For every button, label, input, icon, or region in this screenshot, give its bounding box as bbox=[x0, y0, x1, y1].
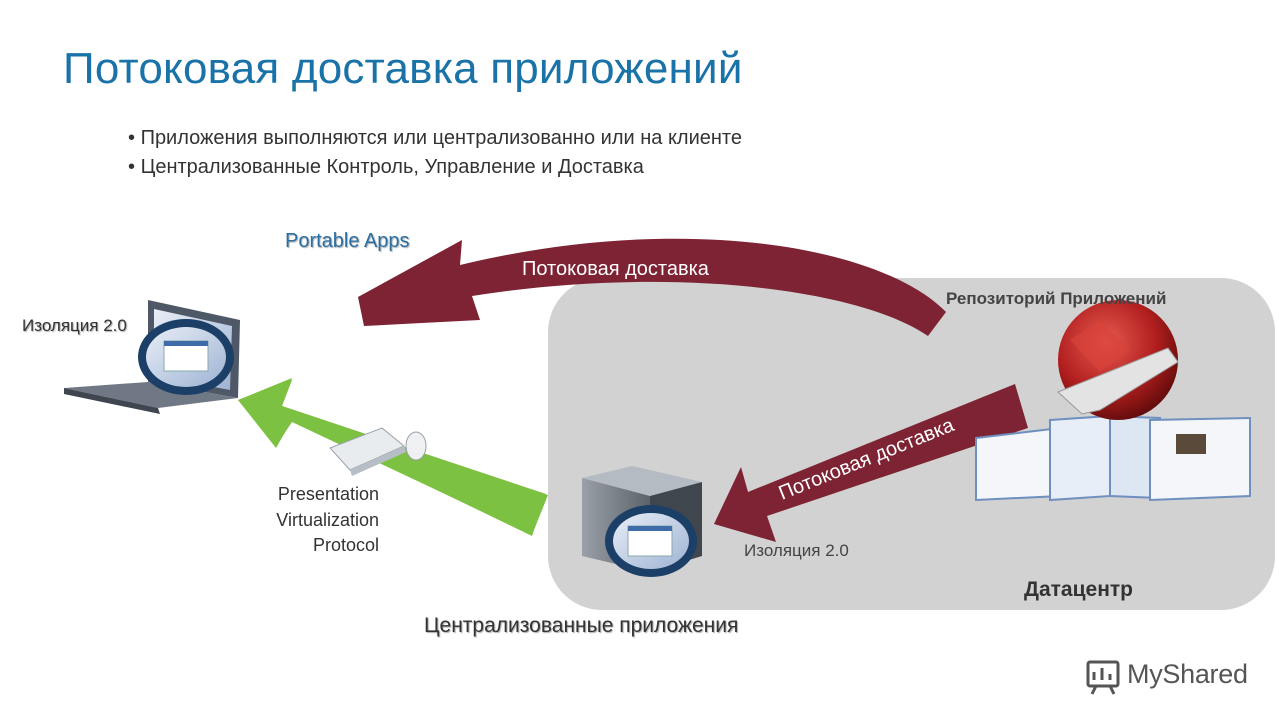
app-repository-icon bbox=[1057, 300, 1179, 420]
isolation-left-label: Изоляция 2.0 bbox=[22, 316, 127, 335]
bullet-item: Приложения выполняются или централизован… bbox=[128, 124, 742, 153]
portable-apps-label: Portable Apps bbox=[285, 230, 410, 252]
protocol-line: Presentation bbox=[277, 484, 379, 504]
keyboard-mouse-icon bbox=[329, 427, 427, 476]
top-arrow-label: Потоковая доставка bbox=[522, 258, 710, 280]
datacenter-label: Датацентр bbox=[1024, 578, 1133, 601]
bullet-item: Централизованные Контроль, Управление и … bbox=[128, 153, 742, 182]
brand-name: MyShared bbox=[1127, 659, 1248, 689]
presentation-logo-icon bbox=[1086, 660, 1120, 695]
isolation-ring-right bbox=[605, 505, 697, 577]
top-arrow: Потоковая доставка bbox=[358, 238, 946, 336]
bullet-list: Приложения выполняются или централизован… bbox=[128, 124, 742, 182]
isolation-right-label: Изоляция 2.0 bbox=[744, 541, 849, 560]
centralized-apps-label: Централизованные приложения bbox=[424, 614, 739, 637]
app-windows-icon bbox=[975, 414, 1251, 502]
protocol-label: Presentation Virtualization Protocol bbox=[236, 482, 379, 559]
protocol-line: Protocol bbox=[312, 535, 379, 555]
repository-label: Репозиторий Приложений bbox=[946, 289, 1167, 308]
isolation-ring-left bbox=[138, 319, 234, 395]
protocol-line: Virtualization bbox=[276, 509, 379, 530]
slide-title: Потоковая доставка приложений bbox=[63, 44, 743, 93]
